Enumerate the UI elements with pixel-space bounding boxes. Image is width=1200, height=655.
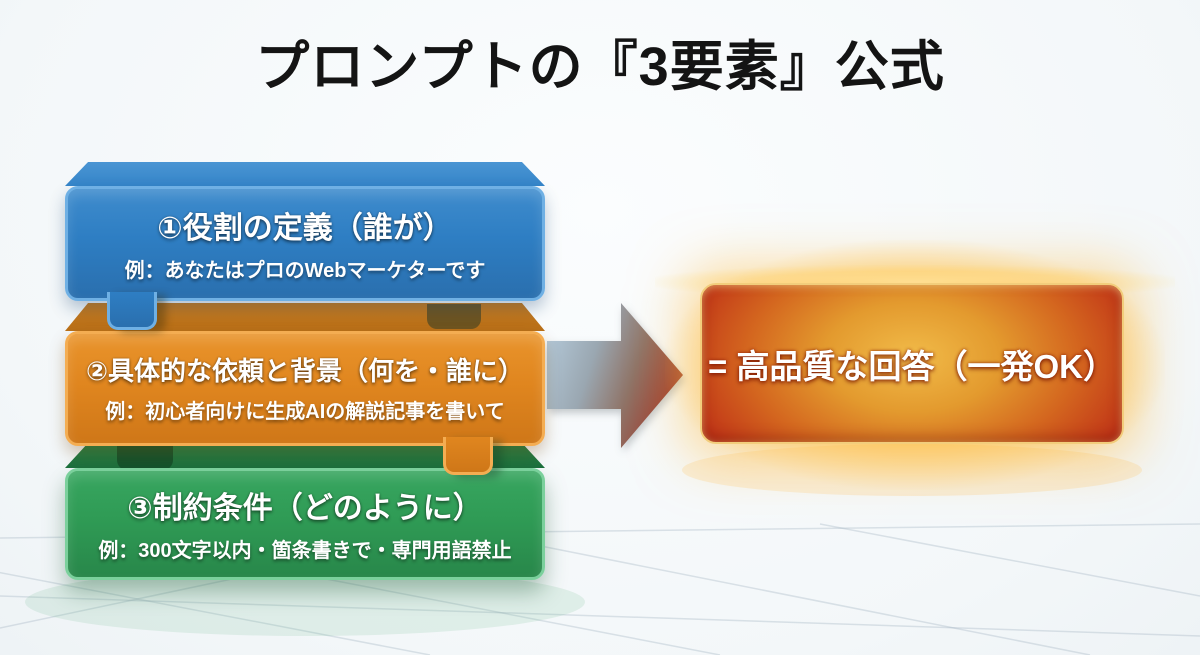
block-request-front: ②具体的な依頼と背景（何を・誰に） 例：初心者向けに生成AIの解説記事を書いて [65, 331, 545, 446]
block-request-connector-tab [443, 437, 493, 475]
block-request-example: 例：初心者向けに生成AIの解説記事を書いて [105, 401, 505, 423]
block-role-front: ①役割の定義（誰が） 例：あなたはプロのWebマーケターです [65, 186, 545, 301]
block-role: ①役割の定義（誰が） 例：あなたはプロのWebマーケターです [65, 162, 545, 332]
block-role-heading: ①役割の定義（誰が） [157, 211, 453, 245]
result-label: = 高品質な回答（一発OK） [708, 347, 1116, 385]
block-request-heading: ②具体的な依頼と背景（何を・誰に） [85, 356, 524, 386]
block-role-example: 例：あなたはプロのWebマーケターです [124, 259, 486, 282]
block-request-empty-notch [427, 304, 481, 329]
block-constraints-front: ③制約条件（どのように） 例：300文字以内・箇条書きで・専門用語禁止 [65, 468, 545, 580]
block-constraints-heading: ③制約条件（どのように） [127, 492, 483, 525]
right-arrow-icon [547, 303, 683, 448]
block-constraints: ③制約条件（どのように） 例：300文字以内・箇条書きで・専門用語禁止 [65, 443, 545, 583]
block-role-top-face [65, 162, 545, 186]
result-box: = 高品質な回答（一発OK） [700, 283, 1124, 444]
page-title: プロンプトの『3要素』公式 [255, 37, 945, 97]
block-constraints-example: 例：300文字以内・箇条書きで・専門用語禁止 [98, 540, 512, 562]
block-role-connector-tab [107, 292, 157, 330]
block-constraints-empty-notch [117, 444, 173, 470]
